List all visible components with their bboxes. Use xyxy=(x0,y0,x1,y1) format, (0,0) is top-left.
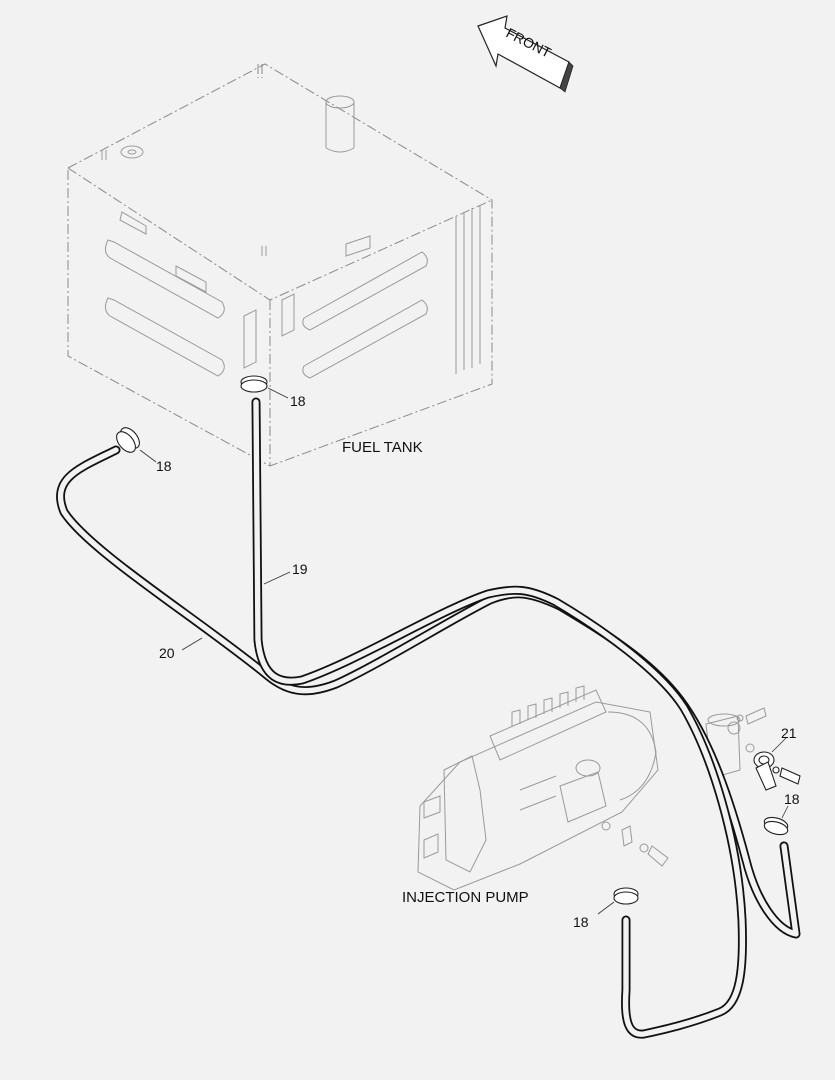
fuel-tank: FUEL TANK xyxy=(67,63,493,467)
callout-18-pump: 18 xyxy=(573,914,589,930)
front-arrow: FRONT xyxy=(477,15,574,93)
callout-20: 20 xyxy=(159,645,175,661)
injection-pump: INJECTION PUMP xyxy=(402,685,767,906)
clamp-pump xyxy=(613,887,639,905)
injection-pump-label: INJECTION PUMP xyxy=(402,889,529,906)
hose-20 xyxy=(56,445,801,939)
callout-18-filter: 18 xyxy=(784,791,800,807)
hose-19 xyxy=(251,397,747,1039)
clamp-filter xyxy=(763,816,789,836)
callout-19: 19 xyxy=(292,561,308,577)
banjo-fitting-21 xyxy=(753,751,801,791)
clamp-tank-left xyxy=(116,427,140,453)
callout-18-tank-right: 18 xyxy=(290,393,306,409)
callout-21: 21 xyxy=(781,725,797,741)
clamp-tank-right xyxy=(240,375,268,393)
fuel-tank-label: FUEL TANK xyxy=(342,439,423,456)
callout-18-tank-left: 18 xyxy=(156,458,172,474)
